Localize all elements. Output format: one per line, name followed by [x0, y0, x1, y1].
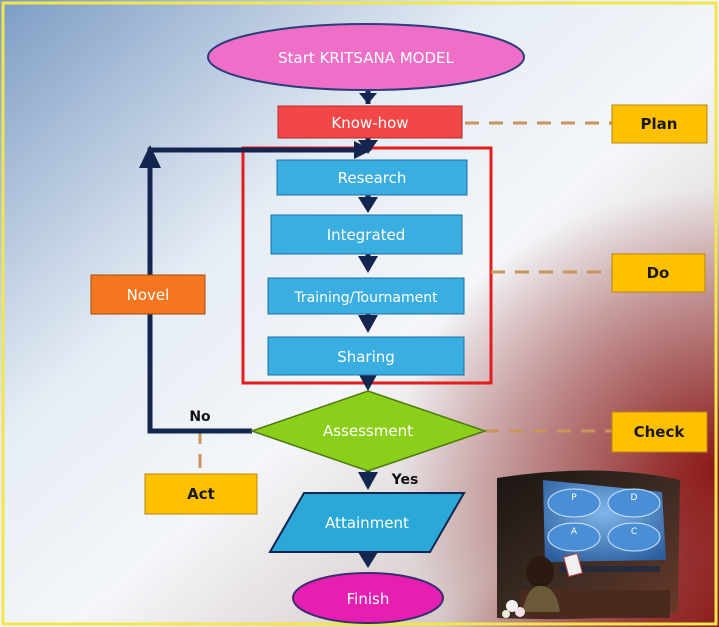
screen-caption-bar [560, 566, 660, 572]
plan-label: Plan [641, 115, 678, 133]
check-label: Check [634, 423, 686, 441]
finish-ellipse [292, 572, 444, 624]
screen-letter-c: C [631, 527, 637, 537]
knowhow-box [277, 105, 463, 139]
screen-bubble-c [607, 522, 661, 552]
flower [515, 607, 525, 617]
training-box [267, 277, 465, 315]
act-box [144, 473, 258, 515]
held-paper [563, 552, 583, 578]
arrowhead [358, 197, 378, 213]
arrowhead [358, 552, 378, 568]
arrowhead [359, 93, 377, 104]
screen-bubble-a [547, 522, 601, 552]
attainment-parallelogram [268, 492, 466, 553]
no-label: No [189, 409, 211, 425]
finish-label: Finish [347, 590, 390, 608]
start-ellipse [207, 23, 525, 91]
research-box [276, 159, 468, 196]
training-label: Training/Tournament [293, 290, 438, 306]
assessment-diamond [249, 390, 488, 472]
sharing-label: Sharing [337, 348, 395, 366]
do-label: Do [647, 264, 670, 282]
screen-bubble-d [607, 488, 661, 518]
assessment-label: Assessment [323, 422, 413, 440]
flower [502, 610, 510, 618]
act-label: Act [187, 485, 215, 503]
screen-bubble-p [547, 488, 601, 518]
attainment-label: Attainment [325, 514, 409, 532]
flower [506, 600, 518, 612]
sharing-box [267, 336, 465, 376]
screen-letter-d: D [631, 493, 638, 503]
arrowhead [358, 140, 378, 154]
novel-label: Novel [127, 286, 170, 304]
screen-letter-p: P [571, 493, 577, 503]
presenter-body [522, 585, 560, 612]
integrated-box [270, 214, 463, 255]
knowhow-label: Know-how [331, 114, 408, 132]
screen-letter-a: A [571, 527, 578, 537]
check-box [611, 411, 708, 453]
research-label: Research [338, 169, 407, 187]
arrowhead [358, 373, 378, 391]
novel-box [90, 274, 206, 315]
arrowhead [139, 145, 161, 168]
arrowhead [358, 315, 378, 333]
integrated-label: Integrated [327, 226, 406, 244]
yes-label: Yes [391, 472, 419, 488]
arrowhead [358, 472, 378, 490]
do-box [611, 253, 706, 293]
arrowhead [358, 256, 378, 273]
presentation-photo: P D A C [497, 470, 680, 620]
arrowhead [354, 141, 372, 159]
plan-box [611, 104, 708, 144]
presenter-head [526, 556, 554, 588]
start-label: Start KRITSANA MODEL [278, 49, 454, 67]
